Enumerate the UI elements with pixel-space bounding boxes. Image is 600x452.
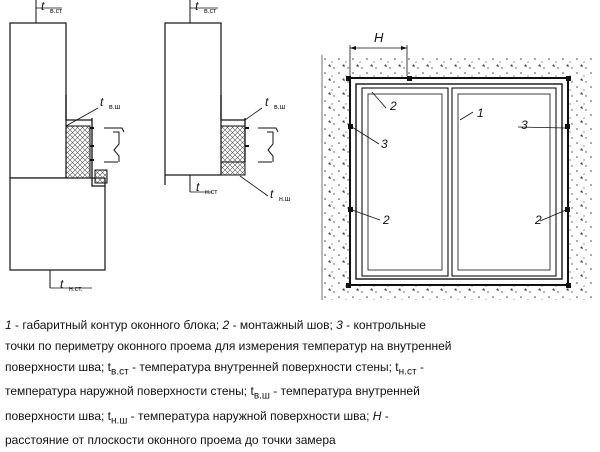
left-insulation [65, 125, 91, 179]
window-block-outline [355, 83, 563, 280]
svg-text:н.ст.: н.ст. [69, 286, 83, 293]
left-wall-upper [9, 22, 67, 179]
middle-insulation [220, 125, 246, 163]
label-t-vsh-middle: t в.ш [265, 95, 286, 111]
label-1: 1 [477, 106, 484, 120]
middle-seal-block [220, 161, 246, 176]
svg-text:н.ст: н.ст [205, 189, 218, 196]
caption-line-6: расстояние от плоскости оконного проема … [5, 433, 336, 448]
label-t-nsh-middle: t н.ш [270, 187, 291, 203]
wall-masonry [322, 55, 593, 300]
label-H: H [374, 30, 384, 45]
left-wall-lower [9, 177, 106, 271]
svg-text:t: t [270, 187, 274, 201]
label-t-vsh-left: t в.ш [100, 95, 121, 111]
svg-text:t: t [196, 180, 200, 194]
svg-text:t: t [195, 0, 199, 13]
label-2-top: 2 [389, 99, 397, 113]
label-t-vst-left: t в.ст [41, 0, 63, 15]
svg-text:в.ш: в.ш [109, 104, 121, 111]
figure-caption: 1 - габаритный контур оконного блока; 2 … [5, 316, 590, 452]
middle-sash-profile [267, 131, 274, 162]
left-sash-profile [113, 131, 120, 162]
left-section [9, 0, 125, 289]
svg-text:t: t [41, 0, 45, 13]
caption-line-2: точки по периметру оконного проема для и… [5, 339, 452, 353]
middle-wall [164, 22, 222, 176]
label-2-left: 2 [382, 213, 390, 227]
svg-text:в.ст: в.ст [204, 8, 217, 15]
svg-text:н.ш: н.ш [279, 196, 291, 203]
left-window-frame [65, 95, 105, 187]
caption-line-3: поверхности шва; tв.ст - температура вну… [5, 360, 424, 378]
window-measurement-diagram: t в.ст t в.ш t н.ст. t в.ст t в.ш t н.ст… [9, 0, 593, 300]
svg-text:в.ст: в.ст [50, 8, 63, 15]
label-t-nst-left: t н.ст. [60, 277, 83, 293]
label-3-left: 3 [381, 137, 388, 151]
caption-line-4: температура наружной поверхности стены; … [5, 384, 420, 402]
left-seal-block [94, 169, 108, 184]
svg-text:в.ш: в.ш [274, 104, 286, 111]
svg-text:t: t [265, 95, 269, 109]
middle-window-frame [220, 95, 246, 162]
label-3-right: 3 [521, 118, 528, 132]
middle-section [164, 0, 279, 197]
label-t-vst-middle: t в.ст [195, 0, 217, 15]
caption-line-5: поверхности шва; tн.ш - температура нару… [5, 408, 389, 427]
label-t-nst-middle: t н.ст [196, 180, 218, 196]
svg-text:t: t [60, 277, 64, 291]
caption-line-1: 1 - габаритный контур оконного блока; 2 … [5, 318, 426, 332]
svg-text:t: t [100, 95, 104, 109]
label-2-right: 2 [534, 213, 542, 227]
opening-outline [349, 77, 569, 286]
window-front-view [321, 45, 593, 300]
